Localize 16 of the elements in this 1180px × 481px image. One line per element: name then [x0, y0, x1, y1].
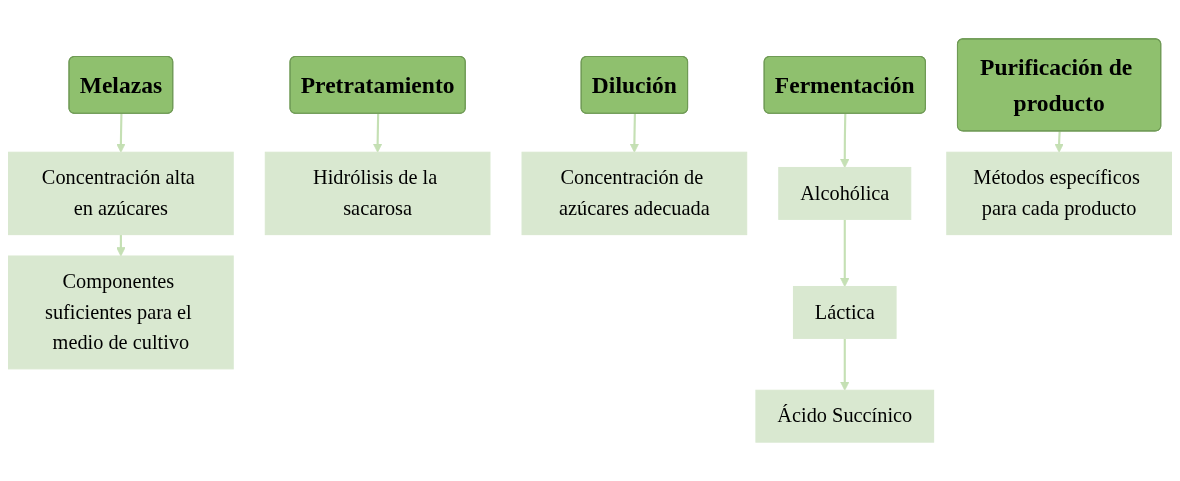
arrow — [116, 113, 126, 153]
node-box: Componentes suficientes para el medio de cultivo — [8, 255, 234, 370]
node-box: Concentración de azúcares adecuada — [521, 151, 748, 236]
arrow — [840, 113, 850, 168]
node-box: Concentración alta en azúcares — [8, 151, 234, 236]
node-box: Láctica — [792, 285, 897, 339]
arrow — [840, 338, 850, 391]
arrow — [372, 113, 383, 153]
arrow — [1054, 131, 1064, 153]
arrow — [629, 113, 640, 153]
node-box: Hidrólisis de la sacarosa — [264, 151, 491, 236]
node-box: Métodos específicos para cada producto — [946, 151, 1172, 236]
node-box: Ácido Succínico — [755, 389, 935, 443]
node-box: Alcohólica — [778, 166, 912, 220]
arrow — [116, 234, 126, 257]
arrow — [840, 219, 850, 287]
